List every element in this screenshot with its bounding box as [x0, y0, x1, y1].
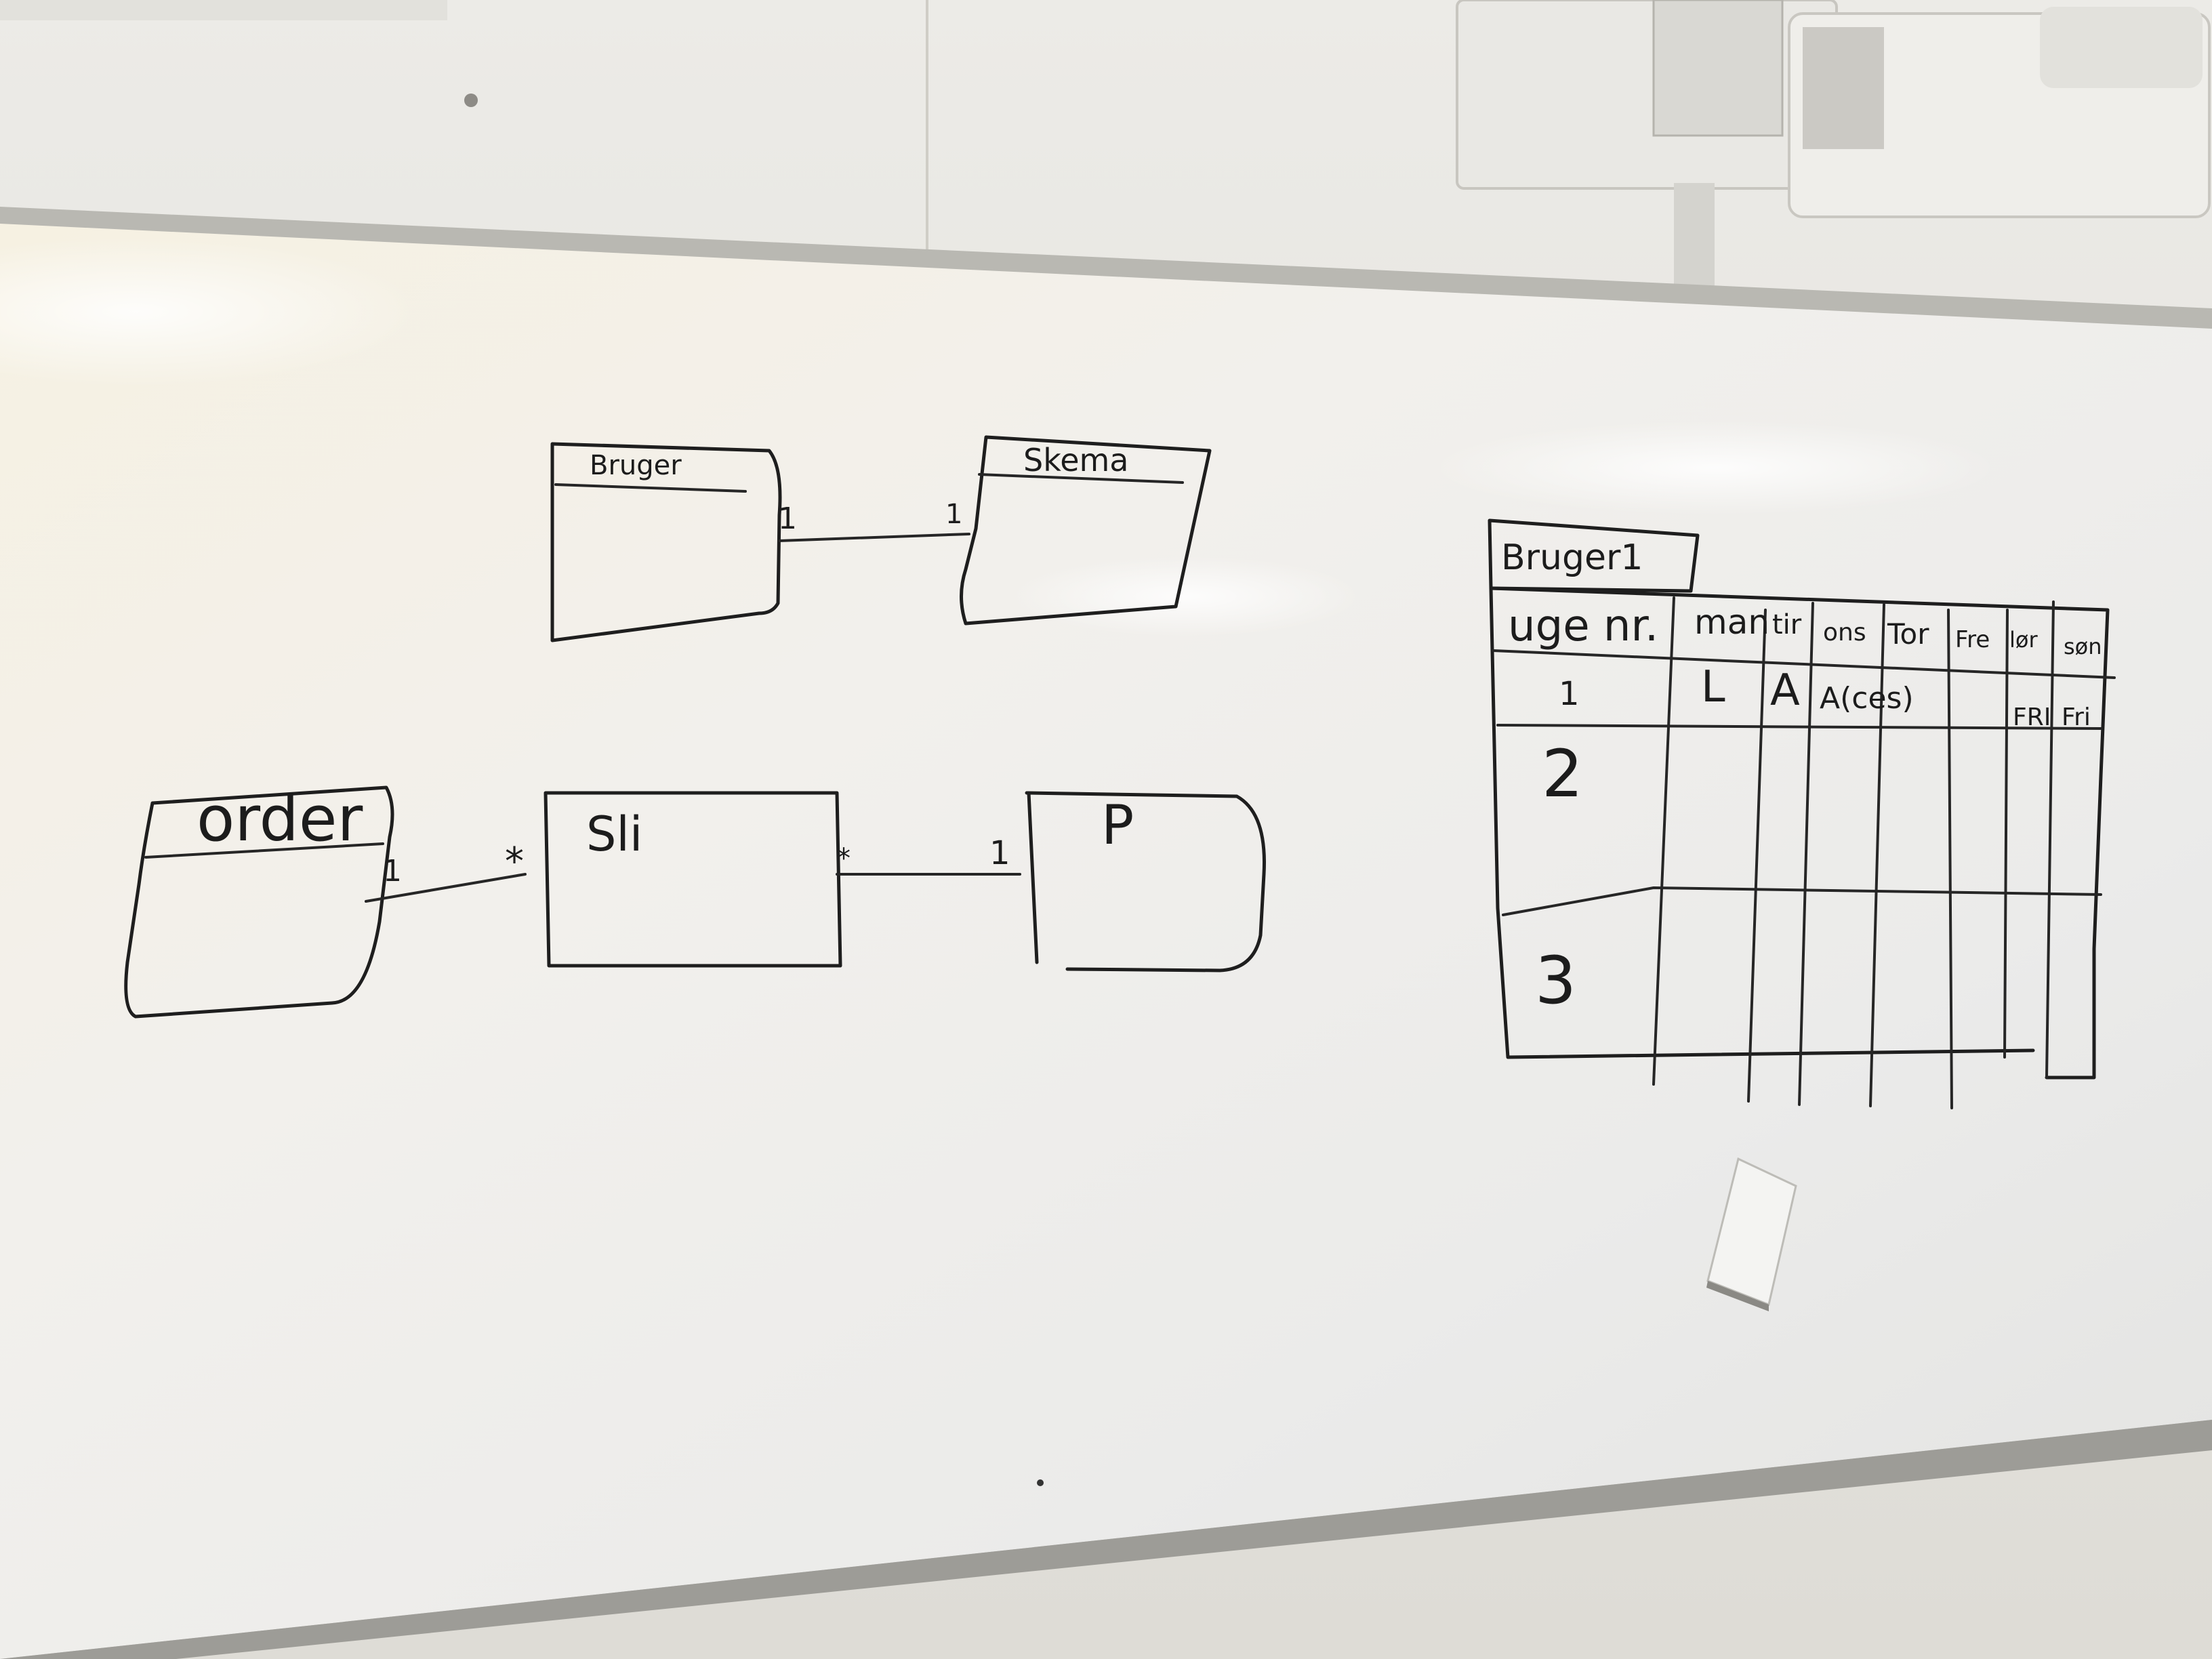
class-box-skema: [960, 435, 1212, 626]
table-column-line: [2003, 609, 2009, 1059]
row-week-number: 2: [1542, 736, 1583, 812]
light-glare: [0, 237, 420, 386]
table-column-line: [1747, 609, 1767, 1103]
table-title: Bruger1: [1501, 537, 1643, 578]
uml-top: Bruger Skema 1 1: [550, 435, 1212, 642]
multiplicity-label: 1: [383, 854, 402, 888]
header-sunday: søn: [2064, 634, 2102, 659]
table-column-line: [1947, 609, 1953, 1109]
table-column-line: [2045, 600, 2055, 1079]
cell-value: L: [1701, 662, 1725, 712]
table-frame: [1489, 586, 2110, 1080]
uml-bottom: order Sli P 1 * * 1: [124, 783, 1266, 1019]
table-column-line: [1652, 596, 1675, 1086]
header-wednesday: ons: [1823, 619, 1866, 647]
table-title-tab: [1488, 518, 1700, 593]
marker-tray: [0, 1420, 2212, 1659]
class-name-p: P: [1101, 794, 1134, 857]
row-week-number: 3: [1535, 943, 1576, 1019]
header-saturday: lør: [2009, 627, 2038, 653]
eraser: [1706, 1157, 1797, 1311]
multiplicity-label: 1: [989, 834, 1010, 872]
class-box-bruger: [550, 442, 782, 642]
multiplicity-label: *: [505, 840, 524, 884]
light-glare: [1010, 556, 1362, 637]
marker-dot: [1037, 1479, 1044, 1486]
class-name-bruger: Bruger: [590, 450, 682, 481]
header-thursday: Tor: [1887, 617, 1929, 651]
table-row-line: [1502, 886, 2102, 916]
table-row-line: [1496, 724, 2102, 730]
wall-panel: [0, 0, 447, 20]
class-name-sli: Sli: [586, 806, 642, 862]
wall-screw: [464, 94, 478, 107]
class-box-sli: [544, 791, 842, 968]
header-week-no: uge nr.: [1508, 601, 1658, 651]
class-name-order: order: [197, 783, 363, 855]
multiplicity-label: 1: [778, 501, 797, 536]
table-column-line: [1798, 602, 1814, 1106]
cell-value: Fri: [2062, 703, 2091, 731]
table-column-line: [1869, 603, 1885, 1107]
cell-value: A: [1770, 665, 1800, 716]
cell-value: A(ces): [1820, 681, 1914, 716]
row-week-number: 1: [1559, 675, 1580, 713]
header-tuesday: tir: [1772, 609, 1802, 640]
class-box-p: [1025, 791, 1266, 972]
schedule-table: Bruger1 uge nr. man tir ons Tor Fre lør …: [1488, 518, 2116, 1109]
association-line: [778, 533, 970, 542]
header-friday: Fre: [1955, 626, 1990, 653]
table-row-line: [1492, 649, 2116, 679]
light-glare: [1430, 420, 1999, 515]
class-name-skema: Skema: [1023, 442, 1129, 478]
cell-value: FRI: [2013, 703, 2051, 731]
multiplicity-label: *: [837, 843, 851, 874]
projector: [1456, 0, 2211, 305]
header-monday: man: [1694, 602, 1769, 642]
multiplicity-label: 1: [945, 499, 962, 530]
association-line: [365, 873, 527, 903]
class-box-order: [124, 785, 394, 1019]
